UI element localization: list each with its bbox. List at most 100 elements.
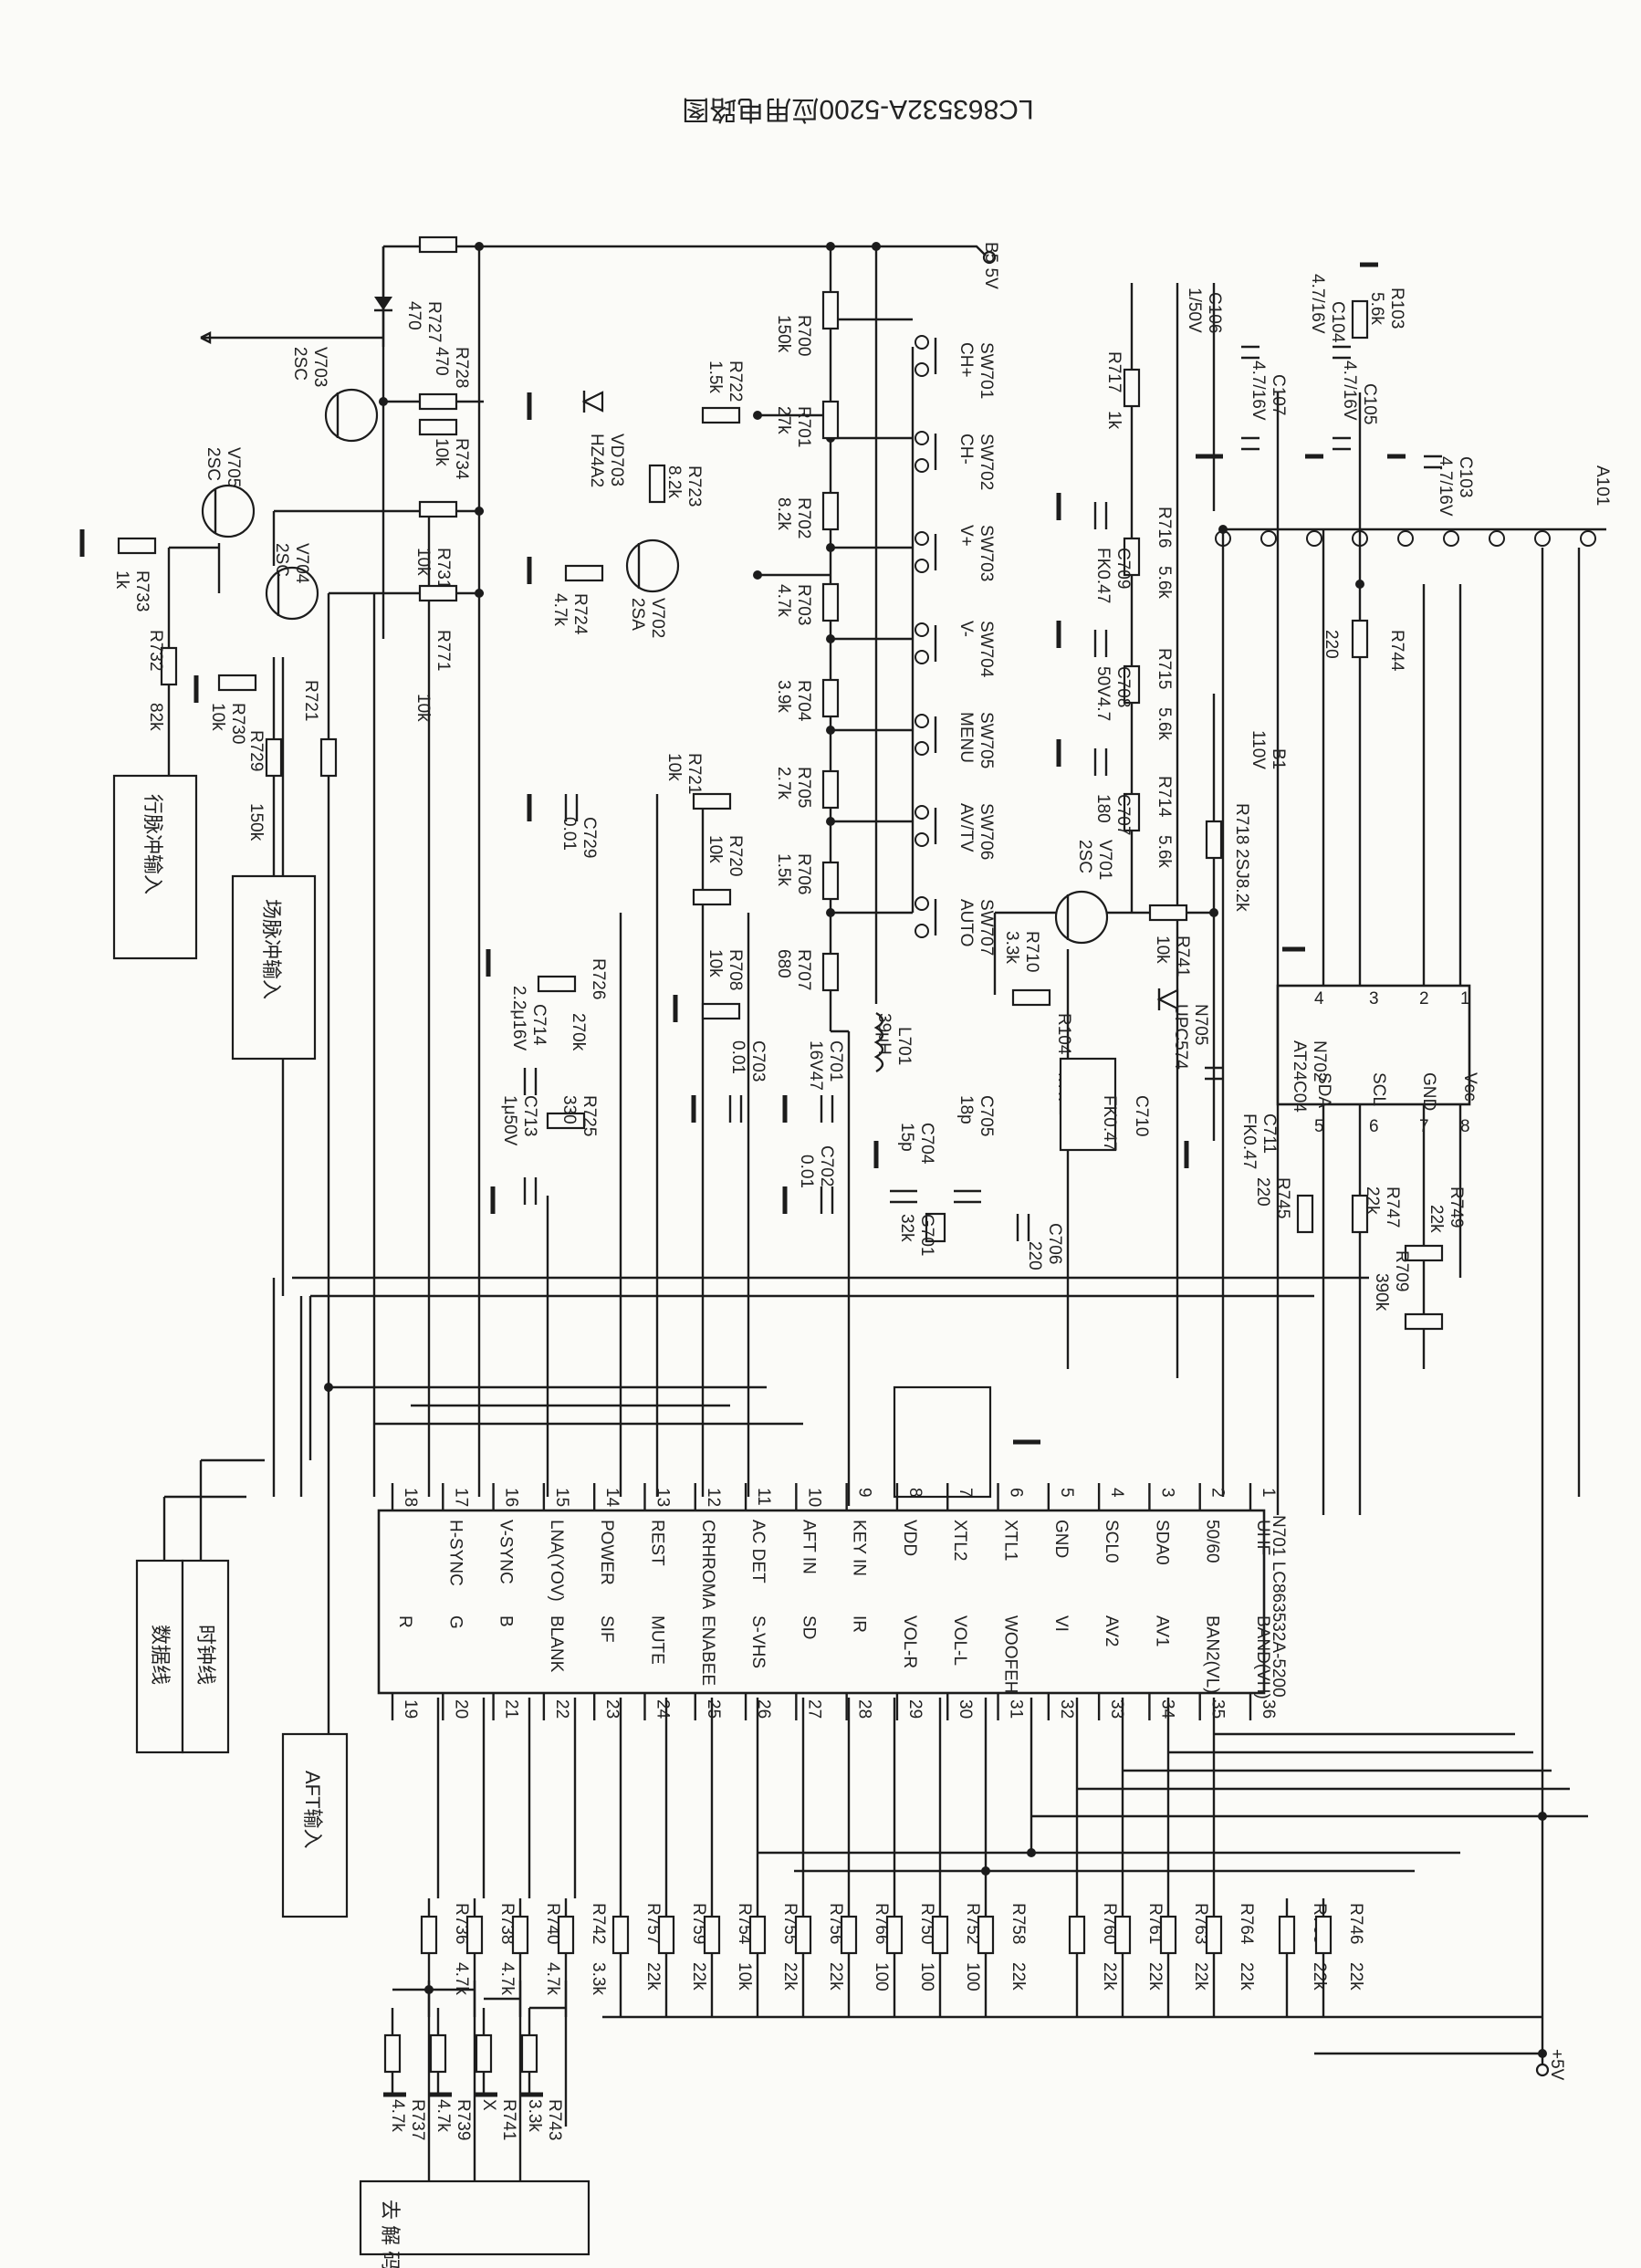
bank-resistor-value: 100	[917, 1962, 936, 1991]
bank-resistor-value: 22k	[689, 1962, 708, 1991]
svg-text:5.6k: 5.6k	[1155, 566, 1174, 599]
svg-text:2SJ8.2k: 2SJ8.2k	[1232, 849, 1251, 912]
lower-resistor-value: 3.3k	[525, 2099, 544, 2132]
svg-text:去 解 码: 去 解 码	[379, 2200, 402, 2268]
svg-text:0.01: 0.01	[559, 817, 579, 851]
ic-pin-number: 27	[804, 1699, 823, 1719]
ic-pin-name: AV2	[1102, 1615, 1121, 1647]
ic-pin-name: SIF	[597, 1615, 616, 1643]
ic-pin-name: H-SYNC	[445, 1520, 465, 1586]
svg-text:1: 1	[1460, 989, 1470, 1009]
transistor-v705: V705 2SC	[201, 447, 256, 538]
ic-pin-number: 35	[1208, 1699, 1228, 1719]
svg-text:270k: 270k	[569, 1013, 588, 1051]
svg-text:2SA: 2SA	[628, 598, 647, 631]
resistor-r720: R720 10k	[692, 835, 745, 906]
aft-input-box: AFT输入	[281, 1732, 349, 1918]
led-output	[200, 297, 392, 344]
svg-text:R728: R728	[452, 347, 471, 388]
ic-pin-name: VOL-R	[900, 1615, 919, 1668]
svg-text:10k: 10k	[432, 438, 451, 466]
ic-pin-name: UHF	[1253, 1520, 1272, 1555]
data-line-box: 数据线	[135, 1559, 184, 1754]
resistor-r714: R714 5.6k	[1123, 776, 1174, 868]
resistor-r724: R724 4.7k	[550, 564, 604, 635]
svg-text:C103: C103	[1456, 456, 1475, 497]
svg-text:R702: R702	[794, 497, 813, 538]
ic-pin-name: BLANK	[547, 1615, 566, 1673]
bank-resistor-ref: R750	[917, 1903, 936, 1944]
svg-text:10k: 10k	[706, 835, 725, 863]
bank-resistor	[1159, 1915, 1177, 1955]
ic-pin-number: 7	[956, 1488, 975, 1498]
svg-text:V701: V701	[1095, 840, 1114, 880]
resistor-r771: R771 10k	[413, 584, 458, 722]
capacitor-c104: C104 4.7/16V	[1308, 274, 1351, 360]
svg-text:V703: V703	[310, 347, 329, 387]
svg-text:10k: 10k	[208, 703, 227, 731]
svg-text:10k: 10k	[413, 548, 433, 576]
ic-pin-number: 1	[1259, 1488, 1278, 1498]
bank-resistor	[1113, 1915, 1132, 1955]
bank-resistor	[977, 1915, 995, 1955]
ic-pin-number: 17	[451, 1488, 470, 1507]
svg-text:390k: 390k	[1372, 1273, 1391, 1312]
svg-text:32k: 32k	[897, 1214, 916, 1242]
svg-text:2SC: 2SC	[1075, 840, 1094, 873]
lower-resistor-ref: R739	[454, 2099, 473, 2140]
svg-text:R709: R709	[1392, 1250, 1411, 1291]
svg-text:HZ4A2: HZ4A2	[587, 434, 606, 487]
svg-text:R721: R721	[685, 753, 704, 794]
ic-pin-number: 36	[1259, 1699, 1278, 1719]
svg-text:R708: R708	[726, 949, 745, 990]
diode-n705: N705 UPC574	[1156, 988, 1210, 1070]
bank-resistor	[657, 1915, 675, 1955]
svg-text:18p: 18p	[956, 1095, 976, 1124]
capacitor-c714: C714 2.2μ16V	[509, 986, 549, 1095]
svg-text:+5V: +5V	[1547, 2049, 1566, 2081]
capacitor-c103: C103 4.7/16V	[1424, 455, 1475, 517]
vsync-input-box: 场脉冲输入	[231, 874, 317, 1061]
bank-resistor	[1205, 1915, 1223, 1955]
bank-resistor-ref: R752	[963, 1903, 982, 1944]
svg-text:C713: C713	[520, 1095, 539, 1136]
svg-text:1.5k: 1.5k	[774, 853, 793, 886]
svg-text:R716: R716	[1155, 507, 1174, 548]
bank-resistor-ref: R764	[1237, 1903, 1256, 1945]
lower-resistor-value: X	[479, 2099, 498, 2111]
ic-pin-name: AV1	[1152, 1615, 1171, 1647]
connector-a101: A101	[1215, 465, 1612, 547]
ic-pin-name: GND	[1051, 1520, 1071, 1558]
resistor-r741: R741 10k	[1148, 904, 1192, 977]
bank-resistor-value: 22k	[1310, 1962, 1329, 1991]
svg-text:8: 8	[1460, 1117, 1470, 1136]
resistor-r732: R732 82k	[146, 630, 178, 731]
ic-pin-name: XTL2	[950, 1520, 969, 1561]
svg-text:50V4.7: 50V4.7	[1093, 666, 1113, 721]
svg-text:N705: N705	[1191, 1004, 1210, 1045]
ic-pin-name: AFT IN	[799, 1520, 818, 1574]
ic-pin-number: 5	[1057, 1488, 1076, 1498]
capacitor-c706: C706 220	[1016, 1214, 1064, 1270]
bank-resistor	[703, 1915, 721, 1955]
svg-text:39μH: 39μH	[874, 1013, 894, 1055]
bank-resistor-ref: R758	[1009, 1903, 1028, 1944]
bank-resistor	[1278, 1915, 1296, 1955]
lower-resistor-ref: R737	[408, 2099, 427, 2140]
bank-resistor	[1314, 1915, 1333, 1955]
svg-text:V+: V+	[956, 525, 976, 547]
svg-text:1.5k: 1.5k	[706, 361, 725, 393]
capacitor-c105: C105 4.7/16V	[1333, 361, 1379, 451]
bank-resistor	[465, 1915, 484, 1955]
lower-resistor	[475, 2033, 493, 2074]
svg-text:R725: R725	[580, 1095, 599, 1136]
ic-pin-number: 19	[401, 1699, 420, 1719]
bank-resistor-ref: R756	[826, 1903, 845, 1944]
svg-text:R720: R720	[726, 835, 745, 876]
svg-text:470: 470	[432, 347, 451, 376]
resistor-r708: R708 10k	[701, 949, 745, 1020]
svg-text:FK0.47: FK0.47	[1100, 1095, 1119, 1151]
bank-resistor	[794, 1915, 812, 1955]
transistor-v701: V701 2SC	[1054, 840, 1114, 945]
capacitor-c713: C713 1μ50V	[500, 1095, 539, 1205]
